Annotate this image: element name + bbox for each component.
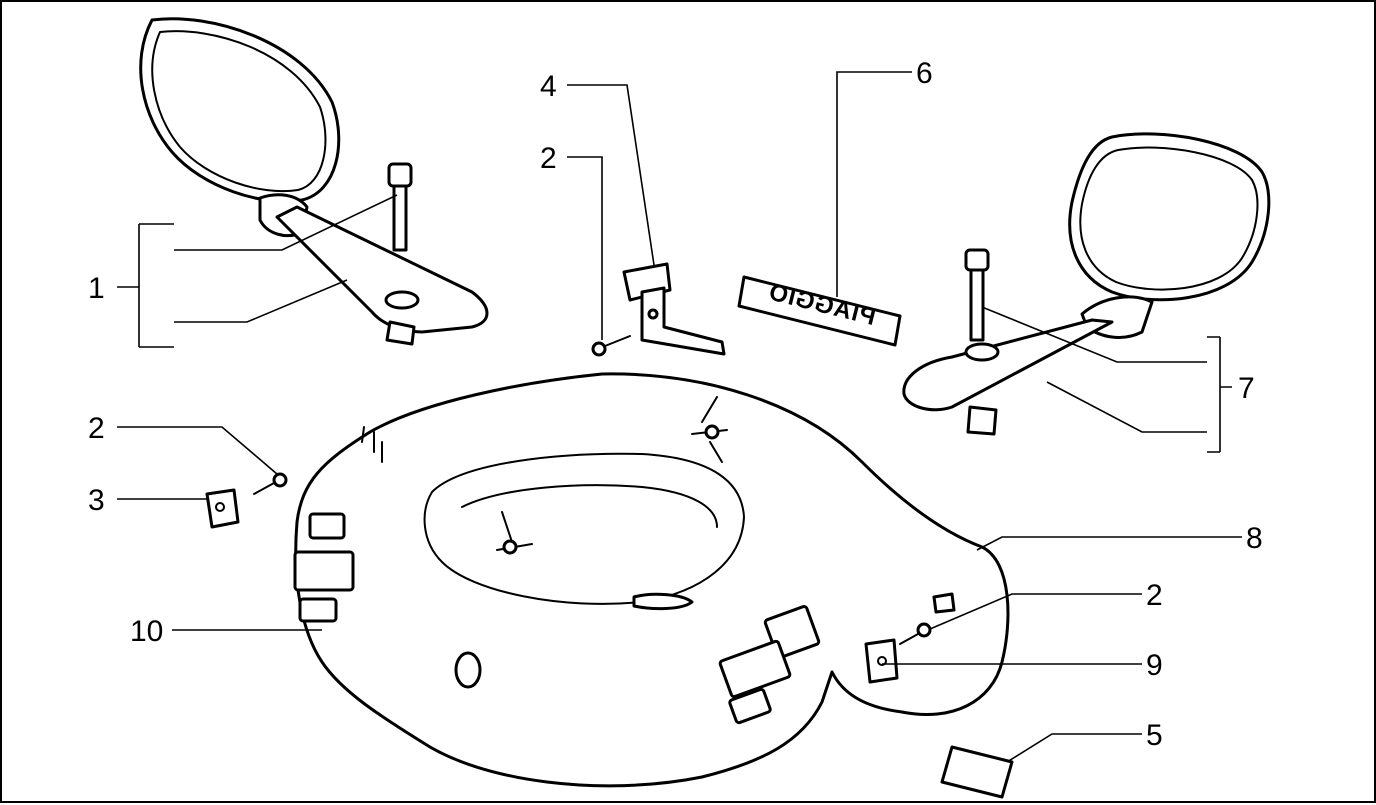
callout-9: 9 (1146, 649, 1163, 682)
clip-nut-left (205, 488, 240, 529)
callout-10: 10 (130, 615, 163, 648)
handlebar-cover (293, 372, 1010, 788)
callout-2: 2 (540, 142, 557, 175)
callout-8: 8 (1246, 522, 1263, 555)
callout-4: 4 (540, 70, 557, 103)
callout-3: 3 (88, 484, 105, 517)
left-mirror-bolt (387, 162, 413, 252)
leader-lines (117, 71, 1242, 763)
piaggio-emblem: PIAGGIO (737, 275, 902, 347)
callout-5: 5 (1146, 719, 1163, 752)
right-mirror (902, 132, 1271, 436)
callout-1: 1 (88, 272, 105, 305)
clip-nut-right (864, 638, 899, 684)
callout-labels: 1 2 2 2 3 4 5 6 7 8 9 10 (88, 57, 1263, 752)
screw-left (253, 472, 288, 495)
bracket (622, 262, 726, 356)
callout-7: 7 (1238, 372, 1255, 405)
screw-right (899, 622, 932, 645)
screw-bracket (591, 335, 631, 357)
callout-2: 2 (88, 412, 105, 445)
left-mirror (139, 17, 489, 346)
rubber-pad (940, 745, 1014, 799)
callout-6: 6 (916, 57, 933, 90)
right-mirror-bolt (964, 248, 990, 342)
callout-2: 2 (1146, 579, 1163, 612)
